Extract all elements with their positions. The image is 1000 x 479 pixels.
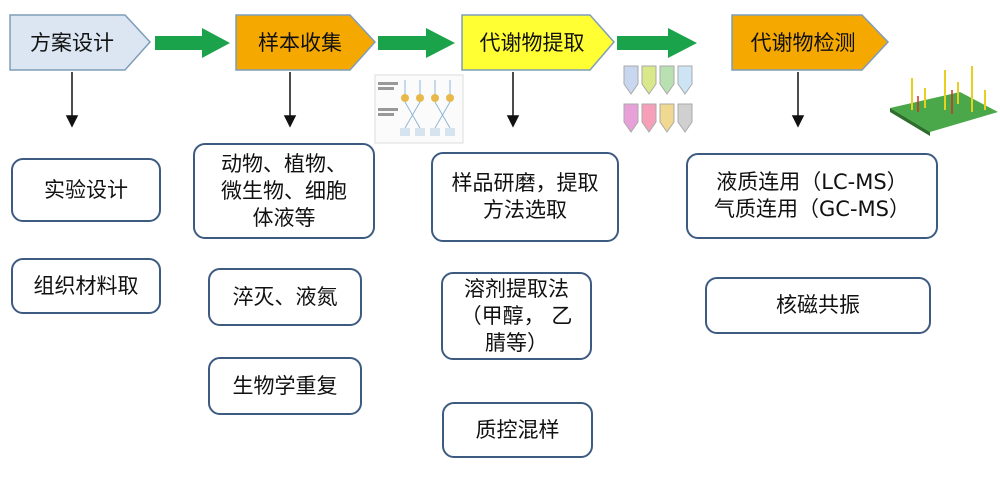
green-arrow-3 bbox=[617, 28, 697, 58]
chevron-design: 方案设计 bbox=[9, 14, 152, 71]
stage-label-design: 方案设计 bbox=[30, 31, 114, 55]
green-arrow-2 bbox=[378, 28, 455, 58]
3d-spectrum-icon bbox=[890, 66, 998, 136]
chevron-collect: 样本收集 bbox=[235, 14, 377, 71]
box-bio-replicates: 生物学重复 bbox=[208, 357, 362, 415]
green-arrow-1 bbox=[155, 28, 230, 58]
box-lc-gc-ms: 液质连用（LC-MS） 气质连用（GC-MS） bbox=[686, 153, 938, 239]
box-grinding: 样品研磨，提取 方法选取 bbox=[431, 152, 619, 242]
stage-label-collect: 样本收集 bbox=[258, 31, 342, 55]
stage-label-extract: 代谢物提取 bbox=[480, 31, 585, 55]
stage-label-detect: 代谢物检测 bbox=[751, 31, 856, 55]
replicate-diagram-icon bbox=[374, 74, 464, 144]
box-sample-types: 动物、植物、 微生物、细胞 体液等 bbox=[193, 143, 375, 239]
box-quench: 淬灭、液氮 bbox=[208, 268, 362, 326]
box-qc-mix: 质控混样 bbox=[442, 402, 593, 458]
chevron-extract: 代谢物提取 bbox=[461, 14, 615, 71]
chevron-detect: 代谢物检测 bbox=[731, 14, 890, 71]
box-experiment-design: 实验设计 bbox=[11, 158, 161, 222]
sample-tubes-icon bbox=[623, 65, 693, 133]
box-tissue-sampling: 组织材料取 bbox=[11, 258, 161, 314]
box-solvent-extraction: 溶剂提取法 （甲醇， 乙 腈等） bbox=[441, 272, 592, 360]
box-nmr: 核磁共振 bbox=[705, 277, 931, 334]
